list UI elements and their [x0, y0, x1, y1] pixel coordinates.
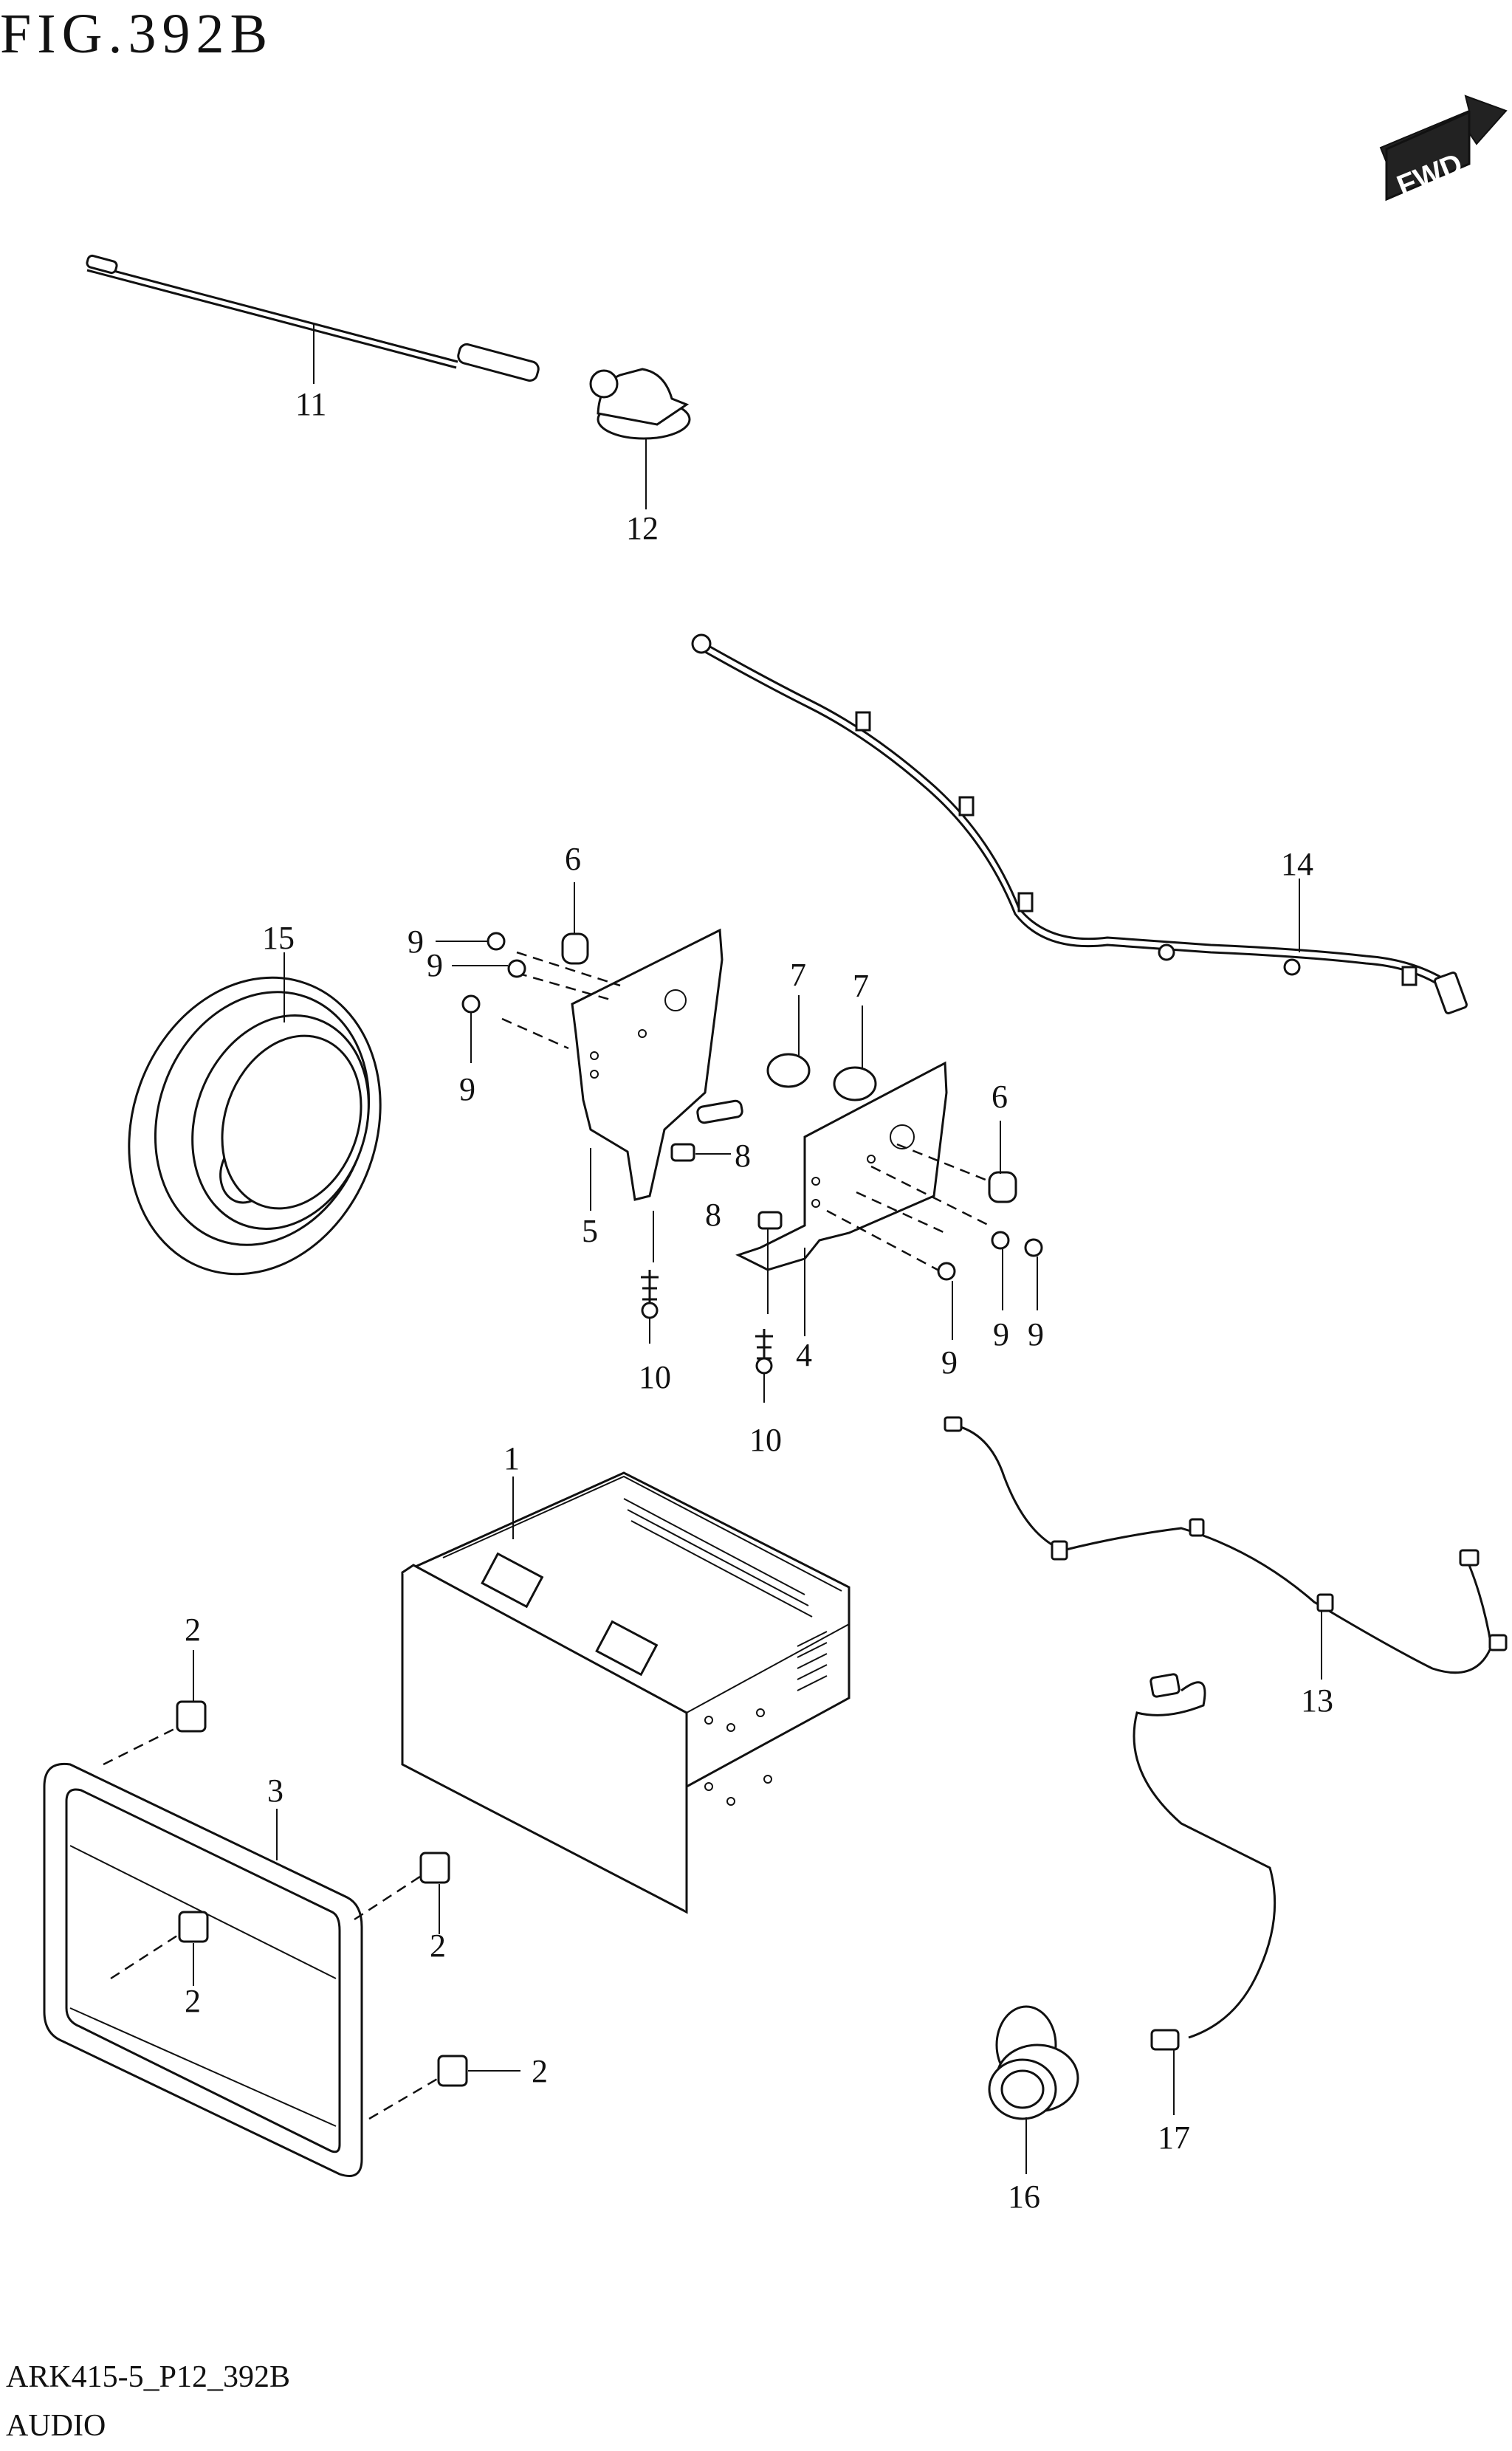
grommets — [561, 882, 1017, 1203]
callout-11: 11 — [295, 386, 326, 422]
fwd-arrow-icon: FWD — [1379, 94, 1508, 202]
bracket-screws — [641, 1270, 773, 1403]
callout-9-d: 9 — [941, 1344, 958, 1381]
callout-8-right: 8 — [735, 1138, 751, 1174]
figure-code: ARK415-5_P12_392B — [6, 2360, 291, 2394]
usb-socket — [988, 2005, 1079, 2174]
callout-13: 13 — [1301, 1682, 1333, 1719]
callout-6-left: 6 — [565, 841, 581, 877]
small-screws — [436, 932, 1043, 1340]
callout-3: 3 — [267, 1773, 284, 1809]
callout-9-f: 9 — [1028, 1316, 1044, 1352]
callout-9-a: 9 — [408, 924, 424, 960]
audio-head-unit — [401, 1471, 850, 1914]
frame-clips — [103, 1650, 520, 2120]
callout-7-right: 7 — [853, 968, 869, 1004]
callout-10-left: 10 — [639, 1359, 671, 1395]
callout-10-right: 10 — [749, 1422, 782, 1458]
mounting-frame — [43, 1762, 363, 2177]
callout-16: 16 — [1008, 2179, 1040, 2215]
antenna-mast — [86, 254, 540, 384]
callout-7-left: 7 — [790, 957, 806, 993]
antenna-base — [589, 368, 691, 509]
bracket-clips — [670, 1143, 783, 1230]
callout-5: 5 — [582, 1213, 598, 1249]
callout-2-left: 2 — [185, 1983, 201, 2019]
callout-4: 4 — [796, 1337, 812, 1373]
callout-2-bottom: 2 — [532, 2053, 548, 2089]
callout-9-c: 9 — [459, 1071, 475, 1107]
callout-6-right: 6 — [992, 1079, 1008, 1115]
callout-12: 12 — [626, 510, 659, 546]
figure-title: FIG.392B — [0, 3, 274, 65]
figure-name: AUDIO — [6, 2409, 106, 2443]
callout-2-right: 2 — [430, 1928, 446, 1964]
right-bracket — [735, 1061, 990, 1336]
callout-8-left: 8 — [705, 1197, 721, 1233]
callout-17: 17 — [1158, 2120, 1190, 2156]
speaker — [128, 952, 382, 1276]
rubber-mounts — [766, 995, 877, 1101]
callout-2-top: 2 — [185, 1612, 201, 1648]
callout-1: 1 — [504, 1440, 520, 1477]
usb-cable — [1133, 1673, 1276, 2115]
callout-9-b: 9 — [427, 947, 443, 983]
wiring-harness — [944, 1416, 1508, 1680]
callout-9-e: 9 — [993, 1316, 1009, 1352]
left-bracket — [501, 928, 743, 1262]
callout-15: 15 — [262, 920, 295, 956]
antenna-cable — [691, 633, 1468, 1014]
callout-14: 14 — [1281, 846, 1313, 882]
